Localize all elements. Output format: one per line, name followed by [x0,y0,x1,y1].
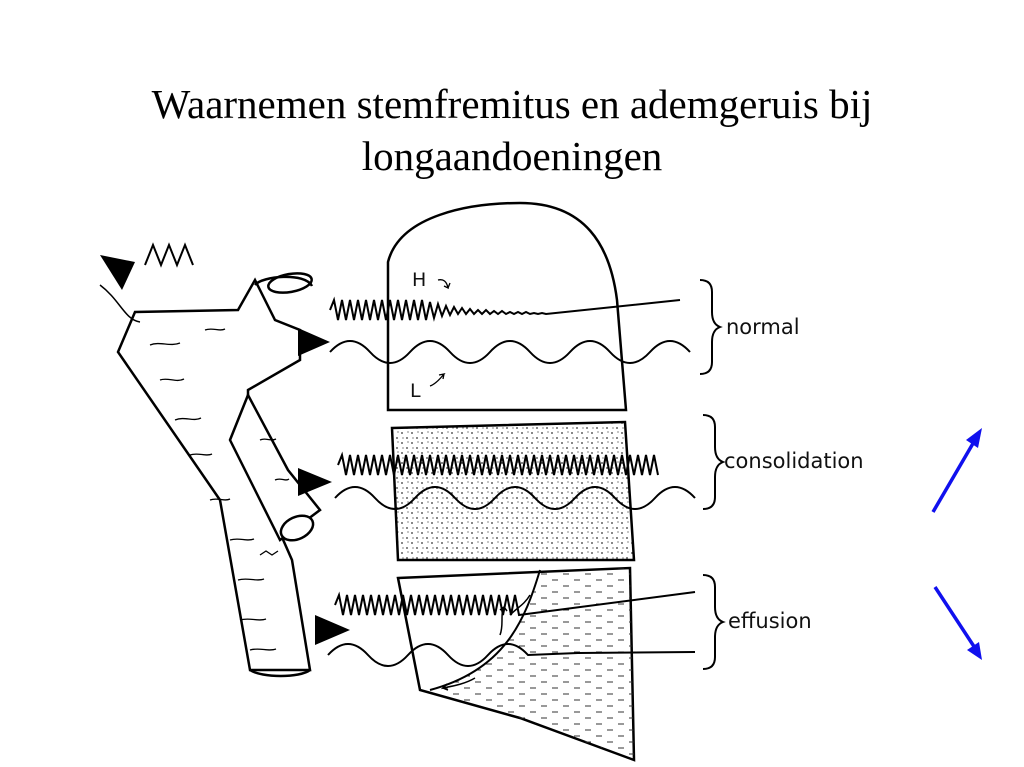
label-high: H [412,269,426,291]
high-frequency-wave [329,296,681,322]
brace-normal [699,279,723,375]
consolidation-lung-panel [334,420,696,562]
normal-lung-panel: H L [329,201,691,412]
arrow-consolidation-icon [298,468,332,496]
slide-title: Waarnemen stemfremitus en ademgeruis bij… [0,78,1024,182]
slide-title-line-2: longaandoeningen [361,133,663,179]
label-consolidation: consolidation [724,449,864,473]
label-effusion: effusion [728,609,812,633]
brace-consolidation [702,414,726,510]
increase-arrow-icon [931,428,982,513]
bronchial-tree [116,272,322,678]
decrease-arrow-icon [933,586,982,660]
arrow-normal-icon [298,328,330,356]
label-normal: normal [726,315,800,339]
label-low: L [410,380,421,402]
effusion-lung-panel [327,566,696,762]
slide-title-line-1: Waarnemen stemfremitus en ademgeruis bij [151,81,873,127]
bronchus-texture [149,328,290,651]
brace-effusion [702,574,726,670]
low-frequency-wave [329,340,691,364]
input-arrow-icon [99,242,194,323]
arrow-effusion-icon [315,615,350,645]
